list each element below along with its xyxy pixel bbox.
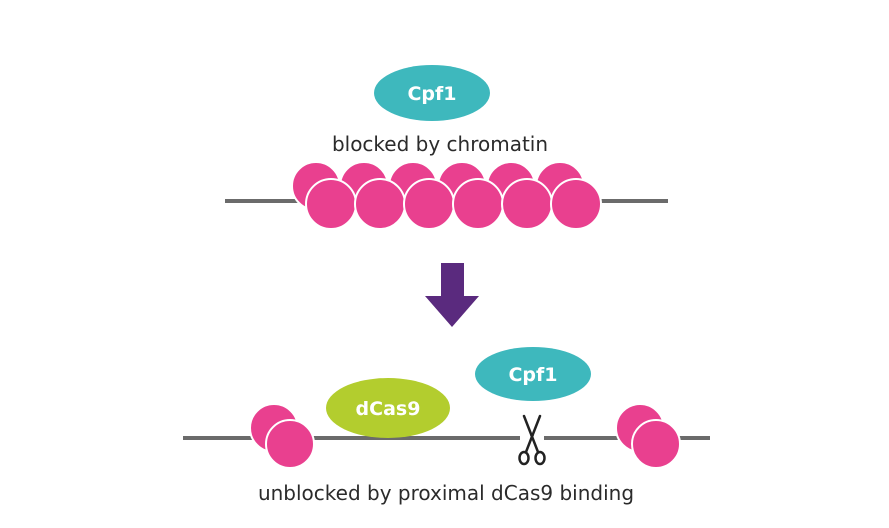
dcas9-label: dCas9 bbox=[356, 398, 421, 420]
bottom-caption: unblocked by proximal dCas9 binding bbox=[258, 481, 634, 505]
nucleosome-array-top bbox=[291, 161, 602, 230]
down-arrow-icon bbox=[425, 263, 479, 327]
cpf1-top-label: Cpf1 bbox=[407, 83, 456, 105]
nucleosome bbox=[501, 178, 553, 230]
bottom-panel: dCas9 Cpf1 unblocked by proximal dCas9 b… bbox=[183, 347, 710, 505]
top-panel: Cpf1 blocked by chromatin bbox=[225, 65, 668, 230]
nucleosome bbox=[265, 419, 315, 469]
nucleosome bbox=[550, 178, 602, 230]
nucleosome-pair-left bbox=[249, 403, 315, 469]
nucleosome bbox=[305, 178, 357, 230]
nucleosome bbox=[403, 178, 455, 230]
dcas9-protein: dCas9 bbox=[326, 378, 450, 438]
nucleosome bbox=[354, 178, 406, 230]
top-caption: blocked by chromatin bbox=[332, 132, 548, 156]
nucleosome bbox=[452, 178, 504, 230]
cpf1-top: Cpf1 bbox=[374, 65, 490, 121]
cpf1-top-shape bbox=[374, 65, 490, 121]
cpf1-bottom: Cpf1 bbox=[475, 347, 591, 401]
nucleosome bbox=[631, 419, 681, 469]
cpf1-bottom-label: Cpf1 bbox=[508, 364, 557, 386]
scissors-icon bbox=[518, 414, 546, 466]
cpf1-bottom-shape bbox=[475, 347, 591, 401]
dcas9-shape bbox=[326, 378, 450, 438]
nucleosome-pair-right bbox=[615, 403, 681, 469]
